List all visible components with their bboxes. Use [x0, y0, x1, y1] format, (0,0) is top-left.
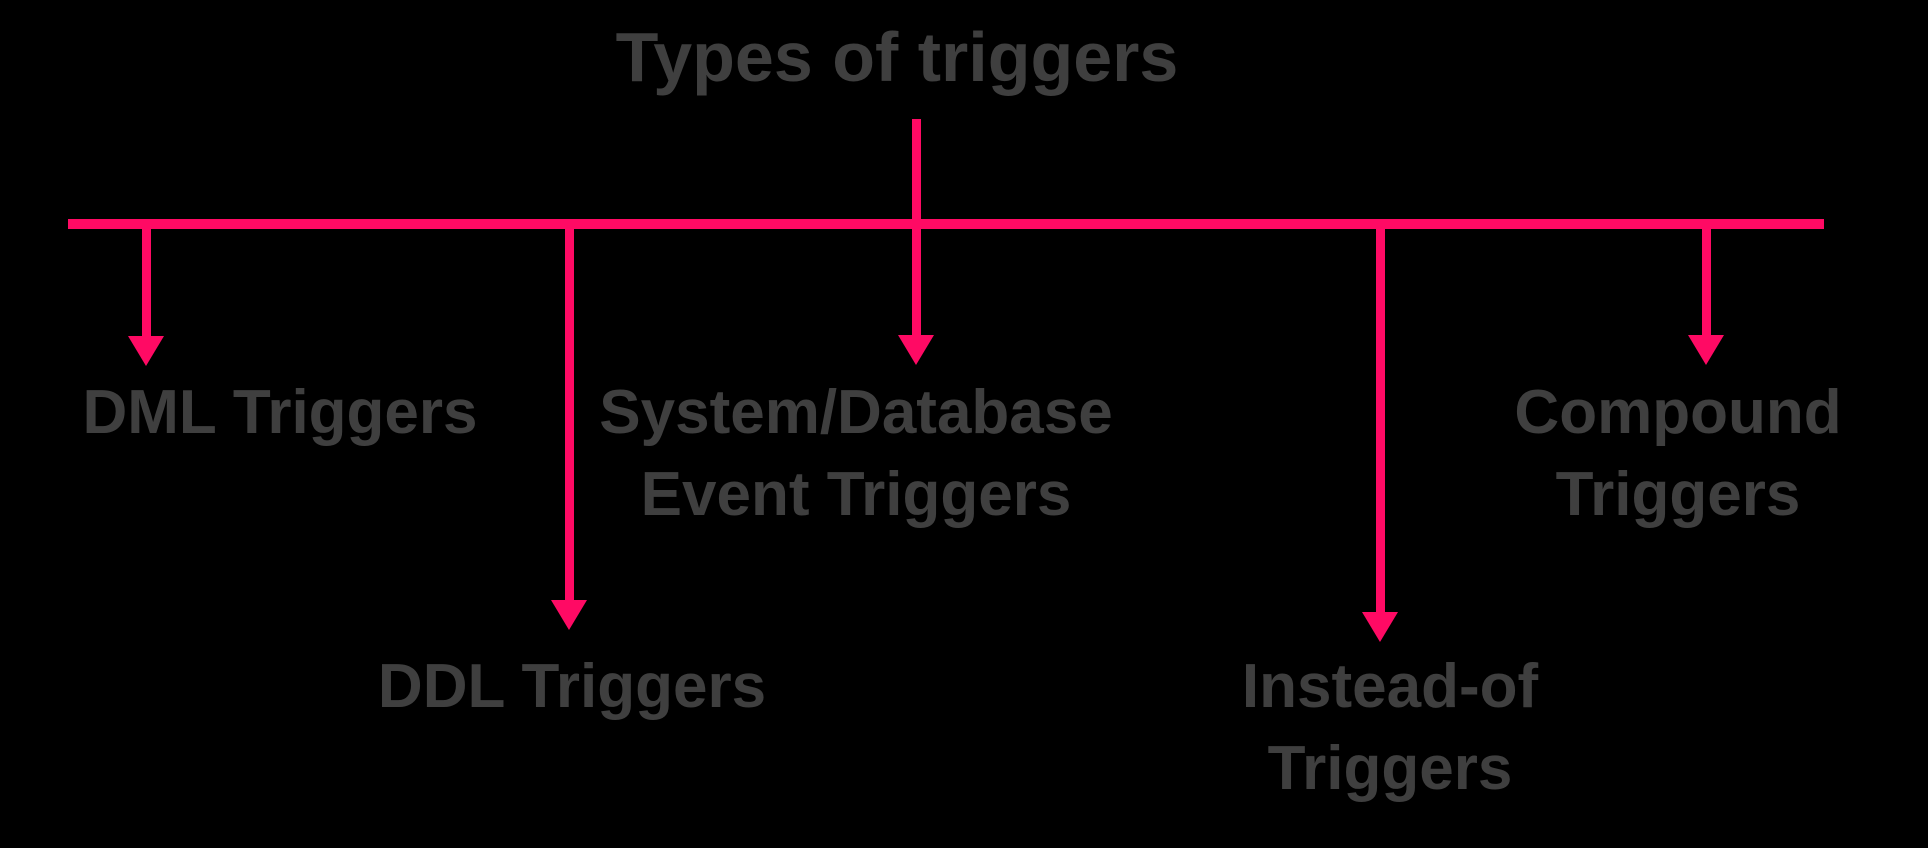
root-arrowhead-icon	[898, 335, 934, 365]
compound-connector-line	[1702, 224, 1711, 336]
node-label-line: Triggers	[1267, 734, 1513, 803]
node-label-line: Compound	[1514, 378, 1842, 447]
dml-connector-line	[142, 224, 151, 337]
ddl-connector-line	[565, 224, 574, 601]
diagram-title: Types of triggers	[615, 18, 1179, 96]
node-label-instead-of-triggers: Instead-of Triggers	[1242, 646, 1538, 810]
instead-of-connector-line	[1376, 224, 1385, 613]
node-label-line: System/Database	[599, 378, 1113, 447]
branch-horizontal-line	[68, 219, 1824, 229]
node-label-line: Event Triggers	[640, 460, 1072, 529]
node-label-line: Instead-of	[1241, 652, 1539, 721]
ddl-arrowhead-icon	[551, 600, 587, 630]
node-label-ddl-triggers: DDL Triggers	[378, 646, 766, 728]
node-label-dml-triggers: DML Triggers	[82, 372, 477, 454]
node-label-compound-triggers: Compound Triggers	[1514, 372, 1841, 536]
compound-arrowhead-icon	[1688, 335, 1724, 365]
node-label-line: DML Triggers	[82, 378, 478, 447]
node-label-line: Triggers	[1555, 460, 1801, 529]
node-label-system-db-event-triggers: System/Database Event Triggers	[599, 372, 1113, 536]
dml-arrowhead-icon	[128, 336, 164, 366]
node-label-line: DDL Triggers	[377, 652, 767, 721]
instead-of-arrowhead-icon	[1362, 612, 1398, 642]
